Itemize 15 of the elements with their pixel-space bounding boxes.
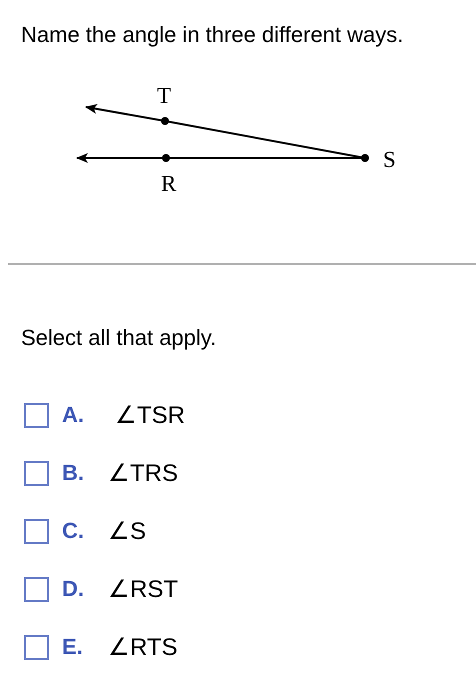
option-letter: D.: [62, 576, 84, 602]
option-text: ∠TSR: [115, 401, 185, 430]
option-text: ∠RTS: [108, 633, 178, 662]
point-label: R: [161, 172, 176, 195]
instruction-text: Select all that apply.: [21, 325, 216, 351]
option-text: ∠TRS: [108, 459, 178, 488]
option-letter: C.: [62, 518, 84, 544]
option-text: ∠RST: [108, 575, 178, 604]
point-label: S: [383, 148, 396, 171]
point-label: T: [157, 84, 172, 107]
question-text: Name the angle in three different ways.: [21, 22, 404, 48]
option-letter: A.: [62, 402, 84, 428]
option-text: ∠S: [108, 517, 146, 546]
option-letter: E.: [62, 634, 83, 660]
option-letter: B.: [62, 460, 84, 486]
